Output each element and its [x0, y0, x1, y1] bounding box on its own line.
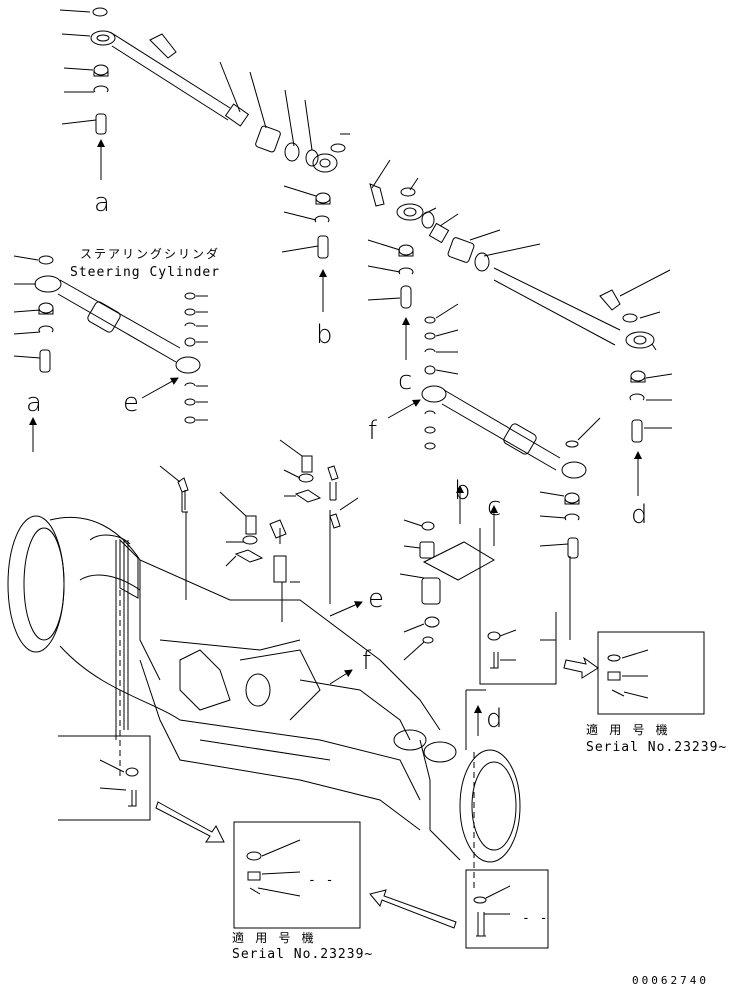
callout-letter-e-axle: e [368, 584, 384, 614]
parts-d [629, 370, 673, 443]
serial-note-right-jp: 適 用 号 機 [586, 723, 670, 737]
callout-letter-d-right: d [631, 500, 648, 530]
serial-note-bottom-jp: 適 用 号 機 [232, 931, 316, 945]
parts-b [281, 185, 331, 259]
callout-letter-a-top: a [94, 188, 110, 218]
front-axle-housing [7, 515, 521, 863]
callout-letter-b-lower: b [454, 476, 471, 506]
arrow-e-cyl [141, 377, 179, 399]
steering-cylinder-label-jp: ステアリングシリンダ [80, 247, 221, 261]
upper-tie-rod [59, 7, 350, 173]
dash-mark-bottom-center: - - [308, 873, 335, 888]
inset-box-bottom-center [233, 821, 361, 929]
callout-letter-f-mid: f [368, 416, 378, 446]
drawing-code: 00062740 [632, 974, 709, 987]
kingpin-guide [465, 689, 486, 750]
steering-cylinder-right [421, 303, 601, 559]
inset-box-lower-right [465, 869, 549, 949]
arrow-f-mid [387, 399, 421, 419]
arrow-e-axle [329, 601, 363, 617]
steering-cylinder-label-en: Steering Cylinder [70, 265, 221, 280]
callout-letter-c-lower: c [487, 492, 502, 522]
serial-note-bottom-en: Serial No.23239~ [232, 947, 374, 962]
callout-letter-a-left: a [26, 388, 42, 418]
hollow-arrows [155, 656, 599, 929]
right-tie-rod [367, 159, 671, 351]
callout-letter-b-mid: b [316, 320, 333, 350]
steering-cylinder-left [13, 255, 208, 424]
callout-letter-d-axle: d [486, 704, 503, 734]
callout-letter-e-cyl: e [123, 388, 139, 418]
callout-letter-c-mid: c [398, 366, 413, 396]
dash-mark-lower-right: - - [522, 911, 549, 926]
callout-letter-f-axle: f [362, 646, 372, 676]
arrow-f-axle [329, 669, 353, 685]
central-brackets [159, 439, 571, 685]
serial-note-right-en: Serial No.23239~ [586, 740, 728, 755]
inset-box-right [597, 631, 705, 715]
